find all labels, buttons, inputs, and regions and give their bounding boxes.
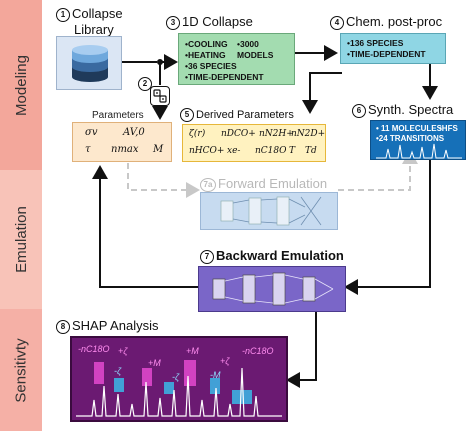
shap-label: +M — [186, 346, 199, 356]
shap-spectrum-plot — [76, 360, 282, 417]
derived-nn2d: nN2D+ — [291, 129, 326, 139]
step-3-badge: 3 — [166, 16, 180, 30]
shap-label: +M — [148, 358, 161, 368]
collapse-item: •COOLING — [185, 39, 228, 49]
one-d-collapse-box: •COOLING •HEATING •36 SPECIES •TIME-DEPE… — [178, 33, 295, 85]
forward-emulation-title: Forward Emulation — [218, 176, 328, 191]
shap-analysis-box: -nC18O +ζ +M +M -ζ +ζ -M -ζ -nC18O — [70, 336, 288, 422]
shap-label: -nC18O — [242, 346, 274, 356]
shap-label: +ζ — [220, 356, 230, 366]
param-nmax: nmax — [111, 144, 139, 155]
shap-analysis-title: SHAP Analysis — [72, 318, 159, 333]
chem-post-proc-box: •136 SPECIES •TIME-DEPENDENT — [340, 33, 446, 64]
step-6-badge: 6 — [352, 104, 366, 118]
derived-dust-temp: Td — [305, 146, 317, 156]
spectra-item: • 11 MOLECULES — [376, 124, 442, 133]
parameters-label: Parameters — [92, 110, 144, 121]
collapse-items-left: •COOLING •HEATING •36 SPECIES •TIME-DEPE… — [185, 39, 264, 83]
collapse-item: •HEATING — [185, 50, 226, 60]
step-7-badge: 7 — [200, 250, 214, 264]
param-av0: AV,0 — [123, 127, 145, 138]
shap-label: -ζ — [172, 372, 180, 382]
derived-temp: T — [289, 146, 296, 156]
param-mass: M — [153, 144, 164, 155]
neural-net-icon — [212, 272, 334, 306]
derived-nn2h: nN2H+ — [259, 129, 294, 139]
step-1-badge: 1 — [56, 8, 70, 22]
shap-label: +ζ — [118, 346, 128, 356]
emulation-band: Emulation — [0, 170, 42, 309]
synth-spectra-title: Synth. Spectra — [368, 102, 454, 117]
derived-xe: xe- — [227, 146, 241, 156]
collapse-library-box — [56, 36, 122, 90]
shap-label: -ζ — [114, 366, 122, 376]
derived-zeta: ζ(r) — [189, 129, 206, 139]
backward-emulation-title: Backward Emulation — [216, 248, 344, 263]
sensitivity-band: Sensitivty — [0, 309, 42, 431]
derived-nhco: nHCO+ — [189, 146, 225, 156]
backward-emulation-box — [198, 266, 346, 312]
derived-parameters-title: Derived Parameters — [196, 109, 294, 121]
chem-item: •TIME-DEPENDENT — [347, 49, 426, 59]
spectra-item: •HFS — [439, 124, 458, 133]
shap-label: -nC18O — [78, 344, 110, 354]
database-icon — [72, 45, 108, 82]
derived-parameters-box: ζ(r) nDCO+ nN2H+ nN2D+ nHCO+ xe- nC18O T… — [182, 124, 326, 162]
library-title: Library — [74, 22, 114, 37]
step-5-badge: 5 — [180, 108, 194, 122]
dice-icon — [150, 86, 170, 106]
modeling-band: Modeling — [0, 0, 42, 170]
collapse-title: Collapse — [72, 6, 123, 21]
parameters-box: σv AV,0 τ nmax M — [72, 122, 172, 162]
chem-post-proc-title: Chem. post-proc — [346, 14, 443, 29]
spectra-item: •24 TRANSITIONS — [376, 134, 445, 143]
derived-ndco: nDCO+ — [221, 129, 256, 139]
chem-items: •136 SPECIES •TIME-DEPENDENT — [347, 38, 439, 60]
collapse-items-right: •3000 MODELS — [237, 39, 294, 61]
chem-item: •136 SPECIES — [347, 38, 404, 48]
step-4-badge: 4 — [330, 16, 344, 30]
param-sigma: σv — [85, 127, 98, 138]
collapse-item: •TIME-DEPENDENT — [185, 72, 264, 82]
param-tau: τ — [85, 144, 91, 155]
derived-nc18o: nC18O — [255, 146, 287, 156]
collapse-item: •3000 MODELS — [237, 39, 274, 60]
step-2-badge: 2 — [138, 77, 152, 91]
shap-label: -M — [210, 370, 221, 380]
collapse-item: •36 SPECIES — [185, 61, 237, 71]
step-2-badge-wrap: 2 — [138, 74, 154, 92]
step-8-badge: 8 — [56, 320, 70, 334]
spectra-lines-icon — [376, 143, 462, 159]
one-d-collapse-title: 1D Collapse — [182, 14, 253, 29]
neural-net-icon — [220, 196, 322, 226]
synth-spectra-box: • 11 MOLECULES •HFS •24 TRANSITIONS — [370, 120, 466, 160]
forward-emulation-box — [200, 192, 338, 230]
step-7a-badge: 7a — [200, 178, 216, 192]
